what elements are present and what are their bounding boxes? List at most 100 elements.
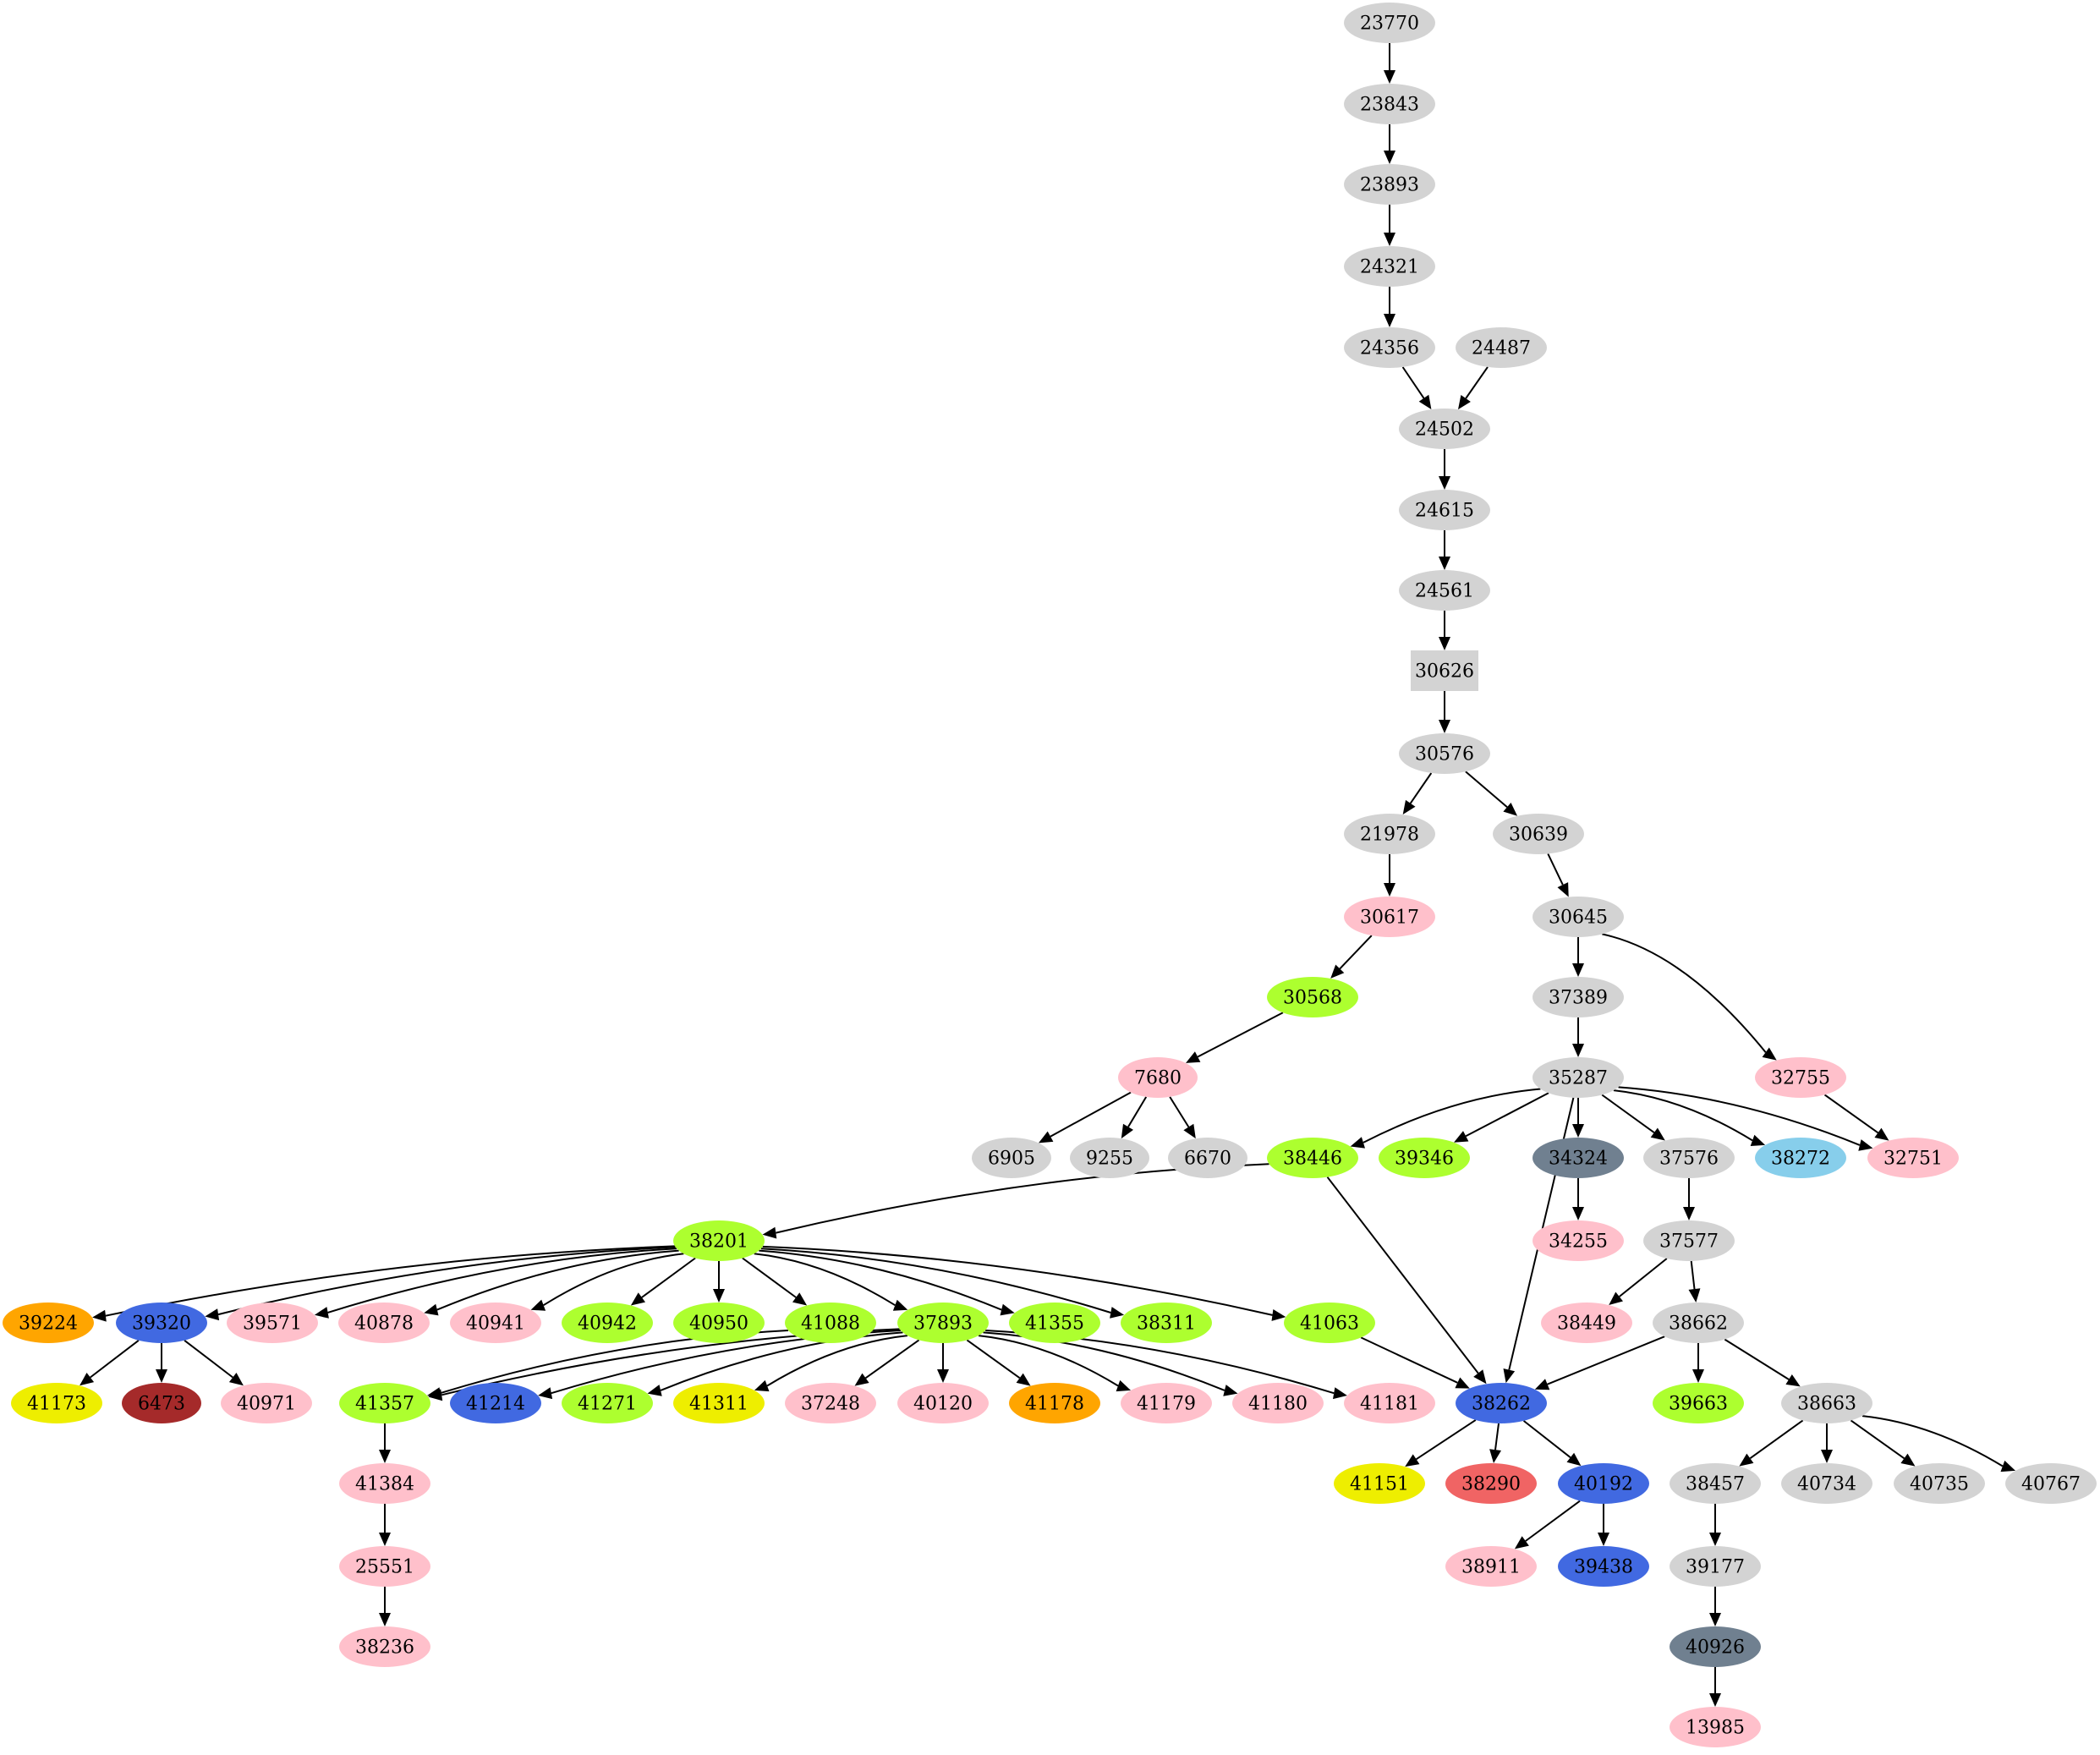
node-label: 39346 (1395, 1149, 1454, 1170)
graph-node-38236[interactable]: 38236 (339, 1626, 430, 1667)
node-label: 6473 (138, 1394, 185, 1415)
graph-node-41173[interactable]: 41173 (11, 1383, 102, 1423)
graph-node-13985[interactable]: 13985 (1670, 1707, 1761, 1747)
graph-node-41088[interactable]: 41088 (785, 1303, 876, 1343)
graph-node-6905[interactable]: 6905 (972, 1138, 1051, 1178)
graph-node-38290[interactable]: 38290 (1445, 1463, 1537, 1504)
arrowhead-icon (1566, 1452, 1582, 1467)
graph-node-41063[interactable]: 41063 (1284, 1303, 1375, 1343)
graph-node-25551[interactable]: 25551 (339, 1546, 430, 1587)
graph-node-41181[interactable]: 41181 (1344, 1383, 1435, 1423)
graph-node-24615[interactable]: 24615 (1399, 490, 1490, 530)
node-ellipse-shape (227, 1303, 318, 1343)
graph-node-34324[interactable]: 34324 (1533, 1138, 1624, 1178)
graph-node-6670[interactable]: 6670 (1168, 1138, 1247, 1178)
arrowhead-icon (1186, 1051, 1201, 1063)
graph-node-40971[interactable]: 40971 (221, 1383, 312, 1423)
graph-node-40120[interactable]: 40120 (897, 1383, 989, 1423)
edge-38262-to-40192 (1522, 1420, 1571, 1458)
graph-node-40941[interactable]: 40941 (450, 1303, 541, 1343)
graph-node-6473[interactable]: 6473 (122, 1383, 201, 1423)
graph-node-24487[interactable]: 24487 (1456, 327, 1547, 368)
graph-node-40767[interactable]: 40767 (2005, 1463, 2097, 1504)
graph-node-39224[interactable]: 39224 (3, 1303, 94, 1343)
graph-node-30639[interactable]: 30639 (1493, 814, 1584, 854)
graph-node-41180[interactable]: 41180 (1232, 1383, 1324, 1423)
graph-node-40735[interactable]: 40735 (1894, 1463, 1985, 1504)
graph-node-39177[interactable]: 39177 (1670, 1546, 1761, 1587)
graph-node-7680[interactable]: 7680 (1118, 1057, 1198, 1098)
graph-node-24502[interactable]: 24502 (1399, 409, 1490, 449)
graph-node-37248[interactable]: 37248 (785, 1383, 876, 1423)
graph-node-41355[interactable]: 41355 (1009, 1303, 1100, 1343)
graph-node-30617[interactable]: 30617 (1344, 897, 1435, 937)
graph-node-39571[interactable]: 39571 (227, 1303, 318, 1343)
graph-node-32755[interactable]: 32755 (1755, 1057, 1846, 1098)
graph-node-38311[interactable]: 38311 (1121, 1303, 1212, 1343)
edge-37893-to-41178 (966, 1339, 1021, 1379)
graph-node-38272[interactable]: 38272 (1755, 1138, 1846, 1178)
graph-node-37893[interactable]: 37893 (897, 1303, 989, 1343)
graph-node-24561[interactable]: 24561 (1399, 570, 1490, 611)
graph-node-38662[interactable]: 38662 (1653, 1303, 1744, 1343)
arrowhead-icon (937, 1369, 949, 1383)
arrowhead-icon (1183, 1123, 1196, 1139)
graph-node-24321[interactable]: 24321 (1344, 246, 1435, 287)
graph-node-23770[interactable]: 23770 (1344, 3, 1435, 43)
node-ellipse-shape (1379, 1138, 1470, 1178)
graph-node-40734[interactable]: 40734 (1781, 1463, 1872, 1504)
edge-30645-to-32755 (1602, 933, 1767, 1053)
graph-node-38446[interactable]: 38446 (1267, 1138, 1358, 1178)
graph-node-39346[interactable]: 39346 (1379, 1138, 1470, 1178)
graph-node-23893[interactable]: 23893 (1344, 164, 1435, 205)
graph-node-30568[interactable]: 30568 (1267, 977, 1358, 1017)
node-ellipse-shape (1670, 1463, 1761, 1504)
graph-node-38262[interactable]: 38262 (1456, 1383, 1547, 1423)
graph-node-40950[interactable]: 40950 (673, 1303, 765, 1343)
graph-node-40926[interactable]: 40926 (1670, 1626, 1761, 1667)
node-label: 38201 (689, 1231, 748, 1253)
graph-node-39438[interactable]: 39438 (1558, 1546, 1649, 1587)
graph-node-37389[interactable]: 37389 (1533, 977, 1624, 1017)
graph-node-30626[interactable]: 30626 (1411, 650, 1478, 691)
graph-node-39663[interactable]: 39663 (1653, 1383, 1744, 1423)
graph-node-38911[interactable]: 38911 (1445, 1546, 1537, 1587)
graph-node-40878[interactable]: 40878 (338, 1303, 430, 1343)
graph-node-41179[interactable]: 41179 (1121, 1383, 1212, 1423)
graph-node-38201[interactable]: 38201 (673, 1220, 765, 1261)
graph-node-35287[interactable]: 35287 (1533, 1057, 1624, 1098)
graph-node-38449[interactable]: 38449 (1541, 1303, 1632, 1343)
graph-node-41311[interactable]: 41311 (673, 1383, 765, 1423)
graph-node-41384[interactable]: 41384 (339, 1463, 430, 1504)
graph-node-38663[interactable]: 38663 (1781, 1383, 1872, 1423)
graph-node-41178[interactable]: 41178 (1009, 1383, 1100, 1423)
graph-node-34255[interactable]: 34255 (1533, 1220, 1624, 1261)
arrowhead-icon (379, 1533, 391, 1546)
graph-node-41271[interactable]: 41271 (562, 1383, 653, 1423)
arrowhead-icon (647, 1385, 662, 1396)
graph-node-40192[interactable]: 40192 (1558, 1463, 1649, 1504)
node-label: 38446 (1283, 1149, 1342, 1170)
graph-node-41214[interactable]: 41214 (450, 1383, 541, 1423)
graph-node-30576[interactable]: 30576 (1399, 733, 1490, 774)
graph-node-24356[interactable]: 24356 (1344, 327, 1435, 368)
graph-node-21978[interactable]: 21978 (1344, 814, 1435, 854)
graph-node-38457[interactable]: 38457 (1670, 1463, 1761, 1504)
graph-node-23843[interactable]: 23843 (1344, 84, 1435, 124)
graph-node-41357[interactable]: 41357 (339, 1383, 430, 1423)
graph-node-40942[interactable]: 40942 (562, 1303, 653, 1343)
graph-node-37576[interactable]: 37576 (1643, 1138, 1735, 1178)
node-ellipse-shape (1168, 1138, 1247, 1178)
graph-node-37577[interactable]: 37577 (1643, 1220, 1735, 1261)
arrowhead-icon (228, 1373, 244, 1386)
node-ellipse-shape (1344, 246, 1435, 287)
graph-node-30645[interactable]: 30645 (1533, 897, 1624, 937)
node-label: 38911 (1461, 1557, 1521, 1578)
graph-node-32751[interactable]: 32751 (1867, 1138, 1959, 1178)
node-ellipse-shape (1653, 1383, 1744, 1423)
graph-node-9255[interactable]: 9255 (1070, 1138, 1149, 1178)
node-label: 30576 (1415, 744, 1474, 765)
graph-node-41151[interactable]: 41151 (1334, 1463, 1425, 1504)
node-label: 32755 (1771, 1068, 1830, 1089)
graph-node-39320[interactable]: 39320 (116, 1303, 207, 1343)
